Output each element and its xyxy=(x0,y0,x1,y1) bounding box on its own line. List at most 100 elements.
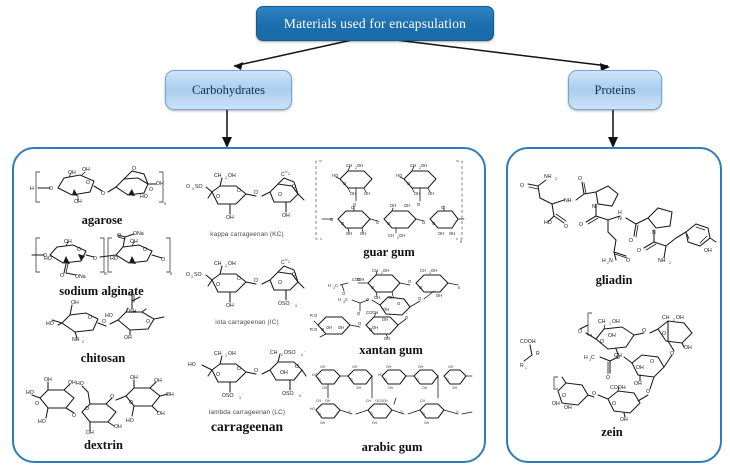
svg-text:3: 3 xyxy=(192,187,194,191)
category-box-proteins[interactable]: Proteins xyxy=(568,70,662,110)
label-carrageenan-group: carrageenan xyxy=(211,419,283,435)
svg-text:HO: HO xyxy=(310,407,315,411)
svg-text:H: H xyxy=(602,258,606,264)
svg-text:O: O xyxy=(314,327,317,332)
svg-text:NH: NH xyxy=(544,174,552,180)
svg-text:O: O xyxy=(562,393,566,399)
svg-text:O: O xyxy=(387,221,390,226)
svg-text:H: H xyxy=(285,258,288,262)
svg-text:NH: NH xyxy=(72,337,80,343)
svg-text:H: H xyxy=(584,355,588,361)
structure-kappa-carrageenan: O 3 SO O CH 2 OH O OH O C H 2 O O xyxy=(186,170,308,238)
svg-text:OH: OH xyxy=(386,365,392,369)
svg-text:N: N xyxy=(609,258,613,264)
svg-text:OH: OH xyxy=(166,392,174,398)
svg-text:OH: OH xyxy=(68,170,76,176)
svg-text:CH: CH xyxy=(346,163,352,168)
svg-text:O: O xyxy=(456,410,459,414)
svg-text:O: O xyxy=(186,184,190,190)
svg-text:O: O xyxy=(351,205,354,210)
svg-text:2: 2 xyxy=(555,177,557,181)
svg-text:C: C xyxy=(591,355,595,361)
svg-text:O: O xyxy=(216,372,220,378)
label-guar-gum: guar gum xyxy=(363,245,415,259)
svg-text:OH: OH xyxy=(325,399,331,403)
arabic-gum-structure: O OH HO OH O OH OH O OH HO OH xyxy=(310,365,473,425)
svg-text:O: O xyxy=(117,233,121,239)
svg-text:HO: HO xyxy=(44,256,52,262)
svg-text:OH: OH xyxy=(350,191,356,196)
svg-text:2: 2 xyxy=(609,322,611,326)
svg-text:O: O xyxy=(314,313,317,318)
svg-text:OH: OH xyxy=(280,370,288,376)
category-box-carbohydrates[interactable]: Carbohydrates xyxy=(165,70,292,110)
svg-text:H: H xyxy=(30,186,34,192)
svg-text:O: O xyxy=(292,272,296,278)
svg-text:O: O xyxy=(397,301,400,306)
label-arabic-gum: arabic gum xyxy=(361,440,423,454)
svg-text:OH: OH xyxy=(356,386,362,390)
svg-text:3: 3 xyxy=(295,304,297,308)
svg-text:OH: OH xyxy=(68,380,76,386)
svg-text:COOH: COOH xyxy=(610,385,626,391)
svg-text:O: O xyxy=(161,257,165,263)
svg-text:O: O xyxy=(637,248,641,254)
svg-text:OH: OH xyxy=(449,231,455,236)
svg-text:-: - xyxy=(242,392,243,396)
svg-text:OH: OH xyxy=(421,163,427,168)
svg-text:3: 3 xyxy=(299,394,301,398)
svg-text:NH: NH xyxy=(658,258,666,264)
svg-text:OH: OH xyxy=(374,295,380,300)
svg-text:CH: CH xyxy=(662,315,670,321)
svg-text:OH: OH xyxy=(124,335,132,341)
svg-text:n: n xyxy=(460,239,463,244)
structure-agarose: n H O OH OH O OH O xyxy=(28,158,176,228)
svg-text:O: O xyxy=(186,272,190,278)
svg-text:O: O xyxy=(49,186,53,192)
svg-text:HO: HO xyxy=(38,419,46,425)
svg-text:O: O xyxy=(419,285,422,290)
svg-text:2: 2 xyxy=(225,264,227,268)
svg-text:O: O xyxy=(330,217,333,222)
structure-dextrin: O OH HO OH HO O O HO O OH OH xyxy=(26,368,181,453)
svg-text:SO: SO xyxy=(195,184,203,190)
svg-text:ONa: ONa xyxy=(75,274,86,280)
svg-text:CH: CH xyxy=(214,351,222,357)
svg-text:O: O xyxy=(146,319,150,325)
svg-text:O: O xyxy=(366,297,369,302)
svg-text:O: O xyxy=(418,296,421,301)
svg-text:OH: OH xyxy=(424,421,430,425)
svg-text:SO: SO xyxy=(194,272,202,278)
iota-carrageenan-structure: O 3 SO O CH 2 OH O OH O C H 2 O O OSO xyxy=(186,258,305,309)
svg-text:O: O xyxy=(129,400,133,406)
svg-text:OH: OH xyxy=(282,213,290,219)
svg-text:HO: HO xyxy=(140,194,148,200)
svg-text:OH: OH xyxy=(390,203,396,208)
svg-text:O: O xyxy=(446,378,449,382)
svg-text:O: O xyxy=(384,378,387,382)
svg-text:N: N xyxy=(618,216,622,222)
svg-text:O: O xyxy=(237,366,241,372)
svg-text:O: O xyxy=(432,221,435,226)
svg-text:O: O xyxy=(578,176,582,182)
svg-text:OH: OH xyxy=(422,386,428,390)
label-chitosan: chitosan xyxy=(80,351,126,365)
svg-text:OH: OH xyxy=(228,261,236,267)
svg-text:-: - xyxy=(302,390,303,394)
svg-text:2: 2 xyxy=(429,271,431,275)
svg-text:O: O xyxy=(416,378,419,382)
svg-text:O: O xyxy=(376,220,379,225)
svg-text:O: O xyxy=(295,364,299,370)
svg-text:OH: OH xyxy=(338,325,344,330)
structure-lambda-carrageenan: HO O CH 2 OH O OSO 3 - O CH 2 OSO 3 - O … xyxy=(186,348,308,435)
svg-text:OH: OH xyxy=(71,300,79,306)
panel-carbohydrates xyxy=(12,147,486,463)
svg-text:C: C xyxy=(281,172,285,178)
svg-text:O: O xyxy=(405,315,408,320)
svg-text:O: O xyxy=(350,378,353,382)
svg-text:O: O xyxy=(606,375,610,381)
svg-text:O: O xyxy=(72,413,76,419)
